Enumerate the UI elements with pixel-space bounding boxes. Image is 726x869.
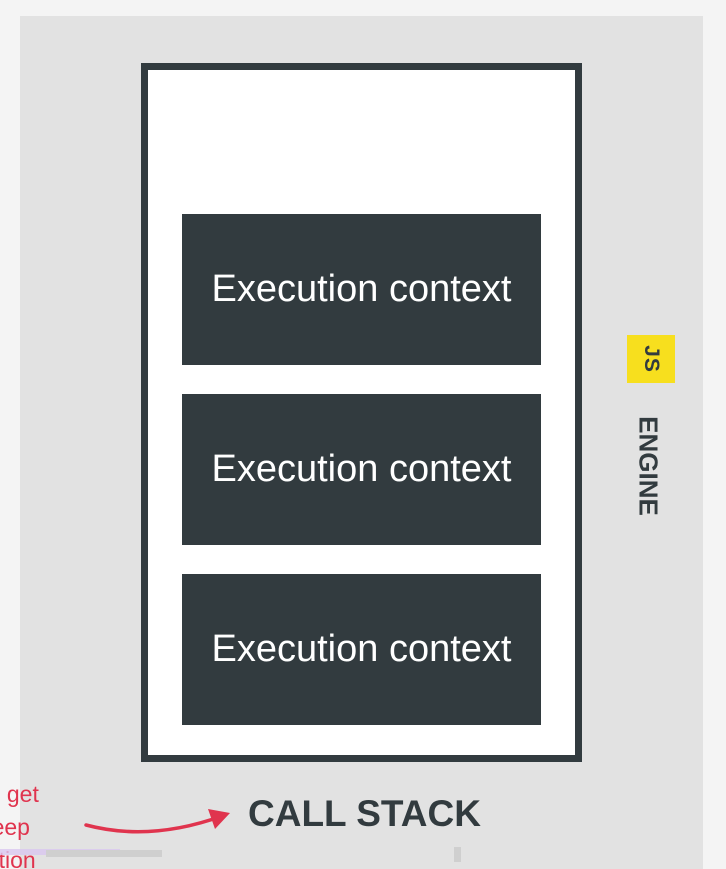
engine-label: ENGINE [633,416,664,516]
execution-context-box: Execution context [182,574,541,725]
execution-context-box: Execution context [182,394,541,545]
execution-context-label: Execution context [211,448,512,490]
execution-context-label: Execution context [211,628,512,670]
execution-context-box: Execution context [182,214,541,365]
scrollbar-track[interactable] [46,850,162,857]
scrollbar-marker [454,847,461,862]
js-badge-text: JS [640,345,663,373]
annotation-line: keep [0,814,30,840]
js-logo-icon: JS [627,335,675,383]
execution-context-label: Execution context [211,268,512,310]
call-stack-frame: Execution context Execution context Exec… [141,63,582,762]
annotation-arrow-icon [84,809,230,834]
call-stack-title: CALL STACK [248,793,481,834]
annotation-line: xts get [0,781,39,807]
